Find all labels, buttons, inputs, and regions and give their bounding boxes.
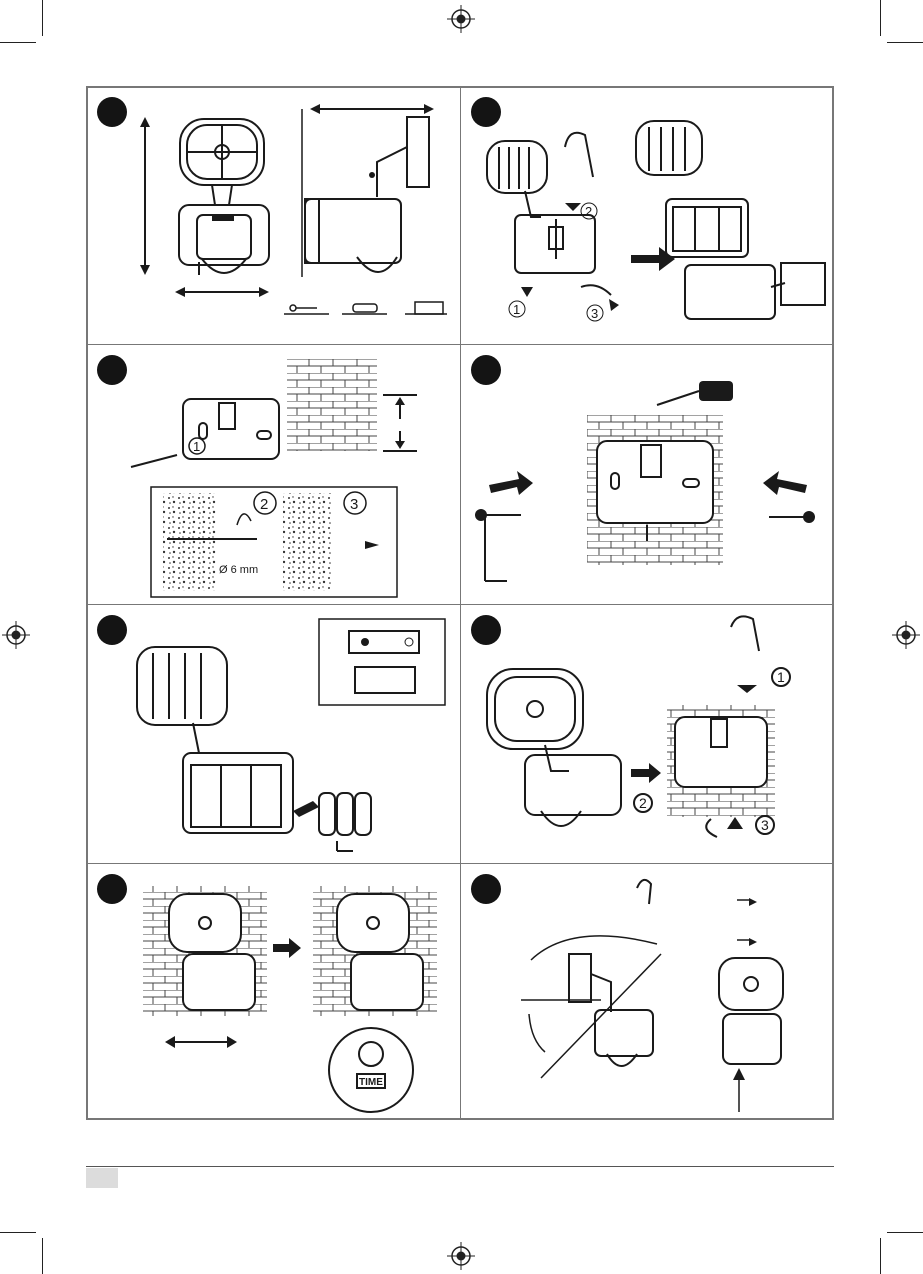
adjust-time-illustration: TIME [87,864,461,1120]
step-3-panel: 1 2 3 Ø 6 mm [86,344,461,605]
callout-1: 1 [193,439,200,454]
screw-bracket-illustration [461,345,834,605]
callout-1: 1 [513,302,520,317]
callout-1: 1 [777,669,785,685]
step-7-panel: TIME [86,863,461,1120]
mount-lamp-illustration: 1 2 3 [461,605,834,864]
crop-mark [0,1232,36,1233]
drill-illustration: 1 2 3 Ø 6 mm [87,345,461,605]
registration-mark-icon [2,621,30,649]
step-8-panel [460,863,834,1120]
battery-insert-illustration [87,605,461,864]
callout-3: 3 [350,496,358,513]
footer-rule [86,1166,834,1167]
adjust-tilt-illustration [461,864,834,1120]
crop-mark [887,1232,923,1233]
lamp-dimensions-illustration [87,87,461,345]
step-1-panel [86,86,461,345]
callout-2: 2 [585,204,592,219]
callout-3: 3 [761,817,769,833]
bracket-removal-illustration: 2 1 3 [461,87,834,345]
step-5-panel [86,604,461,864]
crop-mark [42,1238,43,1274]
registration-mark-icon [892,621,920,649]
step-2-panel: 2 1 3 [460,86,834,345]
step-6-panel: 1 2 3 [460,604,834,864]
crop-mark [880,1238,881,1274]
callout-2: 2 [639,795,647,811]
time-knob-label: TIME [359,1077,383,1088]
callout-2: 2 [260,496,268,513]
crop-mark [887,42,923,43]
registration-mark-icon [447,1242,475,1270]
crop-mark [0,42,36,43]
step-4-panel [460,344,834,605]
crop-mark [42,0,43,36]
callout-3: 3 [591,306,598,321]
registration-mark-icon [447,5,475,33]
crop-mark [880,0,881,36]
drill-size-label: Ø 6 mm [219,564,258,576]
page-number-box [86,1168,118,1188]
